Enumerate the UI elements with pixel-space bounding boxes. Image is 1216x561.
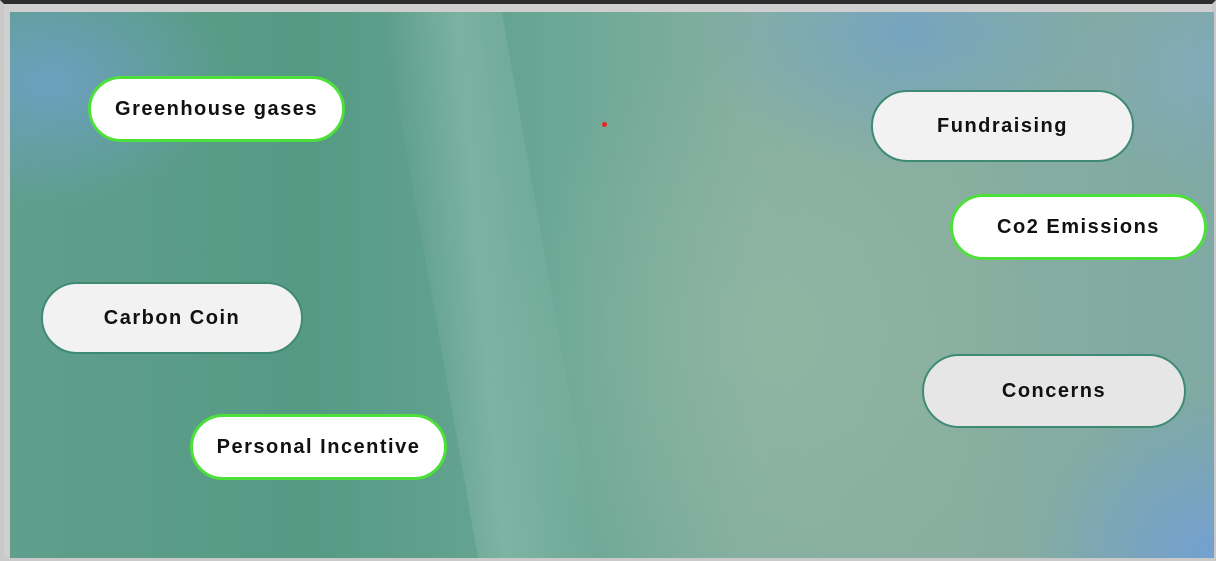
personal-incentive-button[interactable]: Personal Incentive <box>190 414 447 480</box>
co2-emissions-button[interactable]: Co2 Emissions <box>950 194 1207 260</box>
carbon-coin-button[interactable]: Carbon Coin <box>41 282 303 354</box>
fundraising-button[interactable]: Fundraising <box>871 90 1134 162</box>
cursor-dot <box>602 122 607 127</box>
greenhouse-gases-button[interactable]: Greenhouse gases <box>88 76 345 142</box>
concerns-button[interactable]: Concerns <box>922 354 1186 428</box>
ocean-background: Greenhouse gases Fundraising Co2 Emissio… <box>10 12 1214 558</box>
